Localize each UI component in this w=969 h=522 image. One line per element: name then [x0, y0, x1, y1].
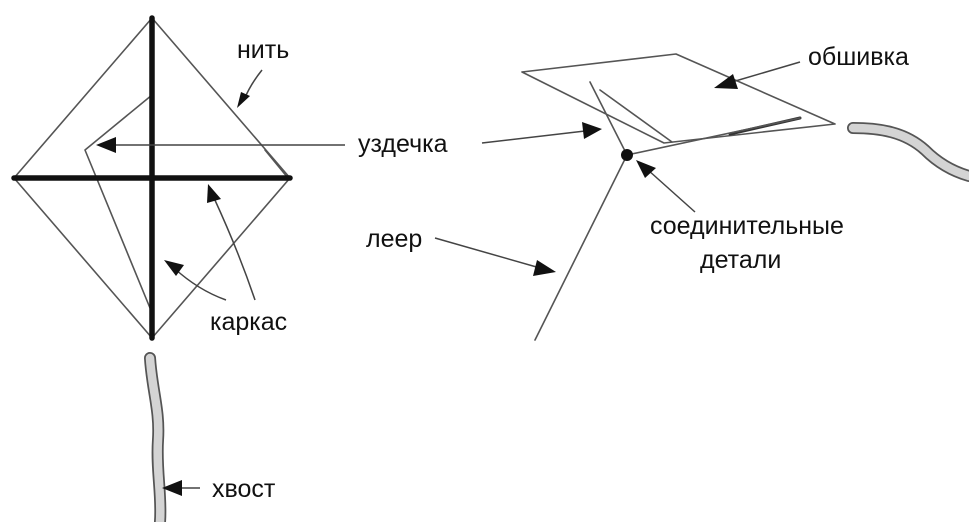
label-covering: обшивка: [808, 43, 909, 71]
kite-side-view: [521, 53, 836, 341]
kite-covering-outline: [521, 53, 836, 144]
label-thread: нить: [237, 36, 289, 64]
label-bridle: уздечка: [358, 130, 448, 158]
covering-arrow: [714, 61, 801, 89]
label-frame: каркас: [210, 308, 287, 336]
bridle-arrow-left: [96, 137, 345, 153]
kite-tail: [144, 352, 167, 522]
kite-bridle-lines: [84, 94, 153, 309]
kite-side-tail: [847, 122, 969, 182]
kite-front-view: [11, 15, 293, 341]
label-tail: хвост: [212, 475, 276, 503]
label-connectors-line2: детали: [700, 246, 781, 274]
tail-arrow: [162, 480, 200, 496]
bridle-arrow-right: [481, 122, 602, 144]
frame-arrow-2: [207, 184, 256, 301]
thread-arrow: [237, 69, 263, 108]
connector-dot: [621, 149, 633, 161]
kite-bridle-line-right: [264, 149, 289, 179]
line-arrow: [434, 237, 556, 276]
connectors-arrow: [636, 160, 696, 213]
label-connectors-line1: соединительные: [650, 212, 844, 240]
kite-tether-line: [534, 154, 628, 341]
kite-bridle-side: [589, 81, 628, 156]
label-line: леер: [366, 225, 422, 253]
frame-arrow-1: [164, 260, 227, 301]
